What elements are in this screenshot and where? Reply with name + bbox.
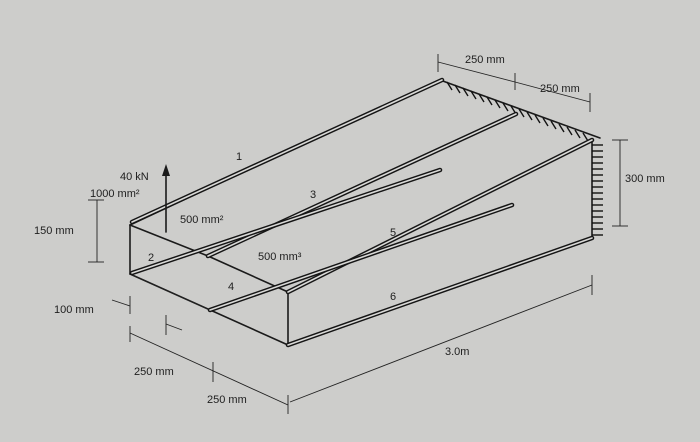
dim-300-label: 300 mm [625,173,665,185]
dim-300-line [612,139,628,227]
stringer-4 [207,202,515,313]
dim-100-line [111,296,131,314]
dim-length-line [289,275,593,403]
stringer-2 [129,167,443,276]
dim-150-line [88,199,104,263]
stringer-label-4: 4 [228,281,234,293]
wall-support-side [591,139,603,239]
stringer-label-1: 1 [236,151,242,163]
area-1000-label: 1000 mm² [90,188,140,200]
stringer-1 [129,77,445,225]
dim-150-label: 150 mm [34,225,74,237]
stringer-6 [285,235,595,348]
dim-250-bottom-left-label: 250 mm [134,366,174,378]
area-500-label-b: 500 mm³ [258,251,302,263]
dim-bottom-line [129,326,289,414]
dim-top-line [437,54,591,112]
load-arrow [162,164,170,233]
load-label: 40 kN [120,171,149,183]
dim-100-label: 100 mm [54,304,94,316]
stringer-label-3: 3 [310,189,316,201]
dim-250-bottom-right-label: 250 mm [207,394,247,406]
stringer-label-2: 2 [148,252,154,264]
dim-250-top-a-label: 250 mm [465,54,505,66]
area-500-label-a: 500 mm² [180,214,224,226]
stringer-label-6: 6 [390,291,396,303]
dim-length-label: 3.0m [445,346,469,358]
dim-250-top-b-label: 250 mm [540,83,580,95]
wall-support-top [439,79,601,142]
stringer-label-5: 5 [390,227,396,239]
centroid-mark [165,315,183,335]
